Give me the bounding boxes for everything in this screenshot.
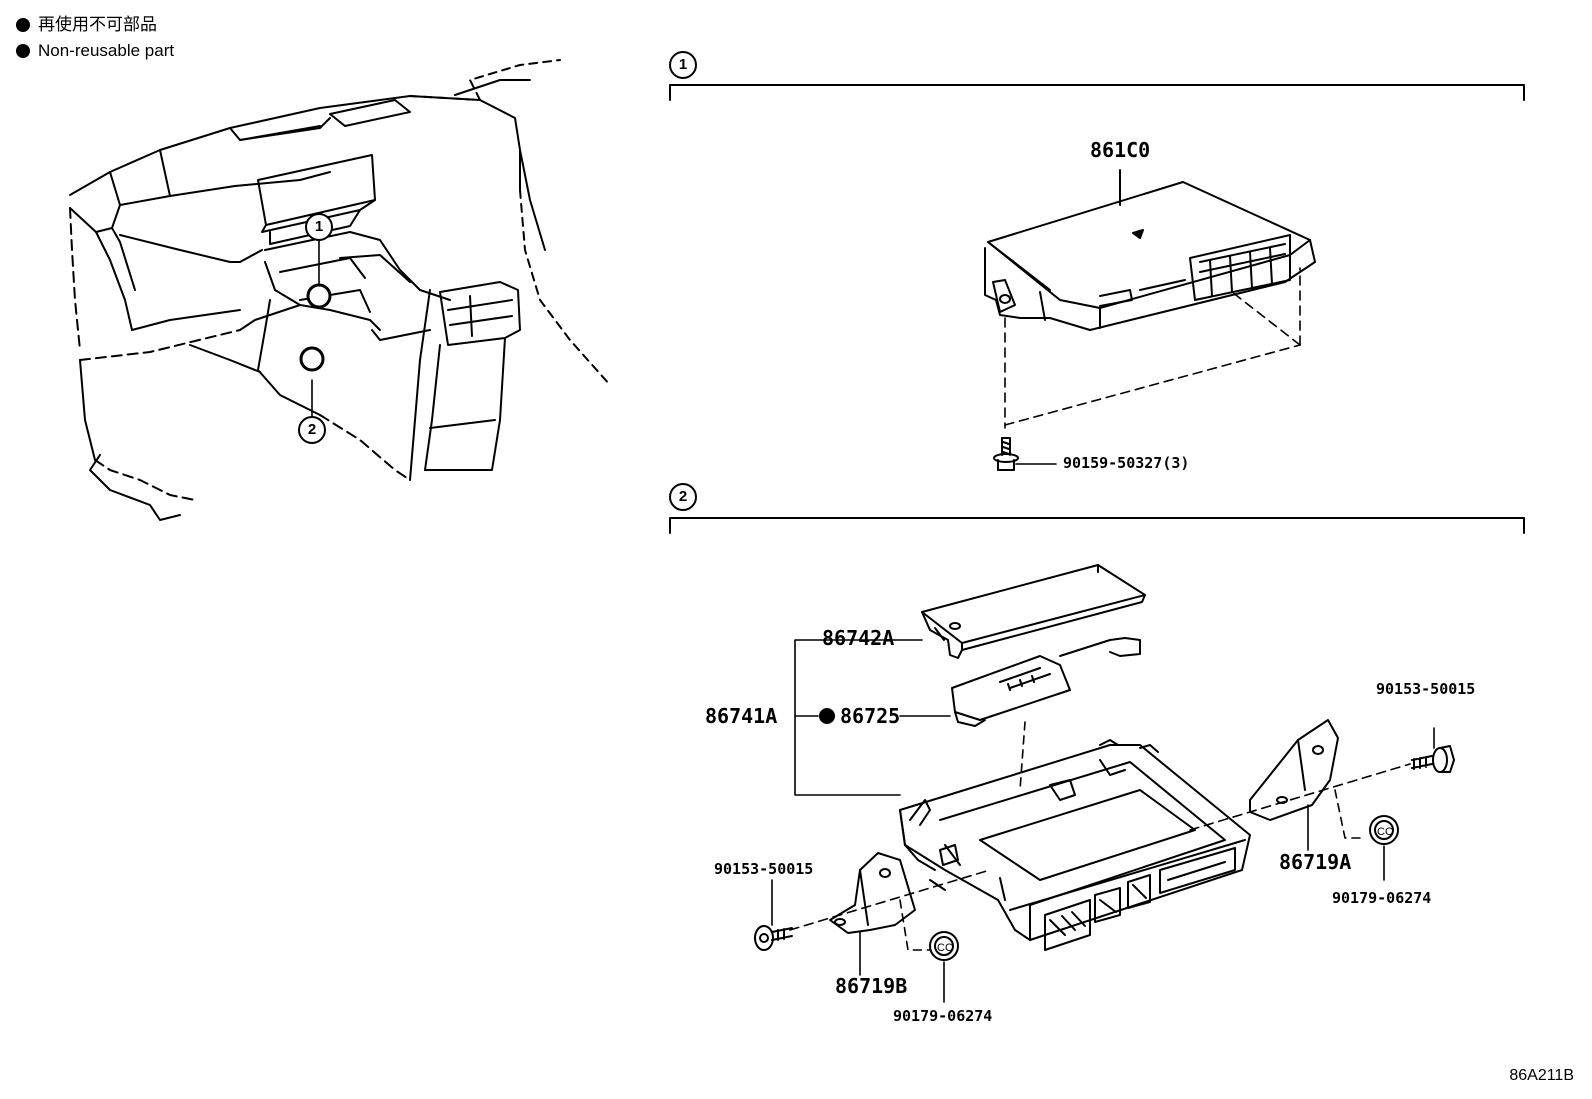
location-marker-1: [306, 283, 332, 309]
bullet-icon: [16, 44, 30, 58]
section-1-label: 1: [669, 51, 697, 79]
bullet-icon: [16, 18, 30, 32]
part-86725: 86725: [840, 704, 901, 728]
callout-1: 1: [305, 213, 333, 241]
legend-text-en: Non-reusable part: [38, 41, 175, 60]
part-861c0: 861C0: [1090, 138, 1151, 162]
section-1-bracket: [669, 84, 1525, 101]
legend-row-jp: 再使用不可部品: [16, 12, 174, 38]
section-2-label: 2: [669, 483, 697, 511]
legend-text-jp: 再使用不可部品: [38, 15, 157, 34]
module-861c0-drawing: [984, 169, 1316, 471]
legend: 再使用不可部品 Non-reusable part: [16, 12, 174, 64]
dashboard-illustration: [69, 59, 611, 521]
part-90179-06274-left: 90179-06274: [893, 1007, 993, 1025]
part-90153-50015-right: 90153-50015: [1376, 680, 1476, 698]
legend-row-en: Non-reusable part: [16, 38, 174, 64]
section-2-bracket: [669, 517, 1525, 534]
part-90153-50015-left: 90153-50015: [714, 860, 814, 878]
cc-clip-icon: CC: [1377, 826, 1393, 838]
part-86741a: 86741A: [705, 704, 778, 728]
part-90159-50327: 90159-50327(3): [1063, 454, 1190, 472]
cc-clip-icon: CC: [937, 942, 953, 954]
assembly-drawing: [754, 564, 1455, 1003]
diagram-reference-code: 86A211B: [1509, 1067, 1574, 1084]
part-86719a: 86719A: [1279, 850, 1352, 874]
non-reusable-bullet-icon: [819, 708, 835, 724]
callout-2: 2: [298, 416, 326, 444]
part-90179-06274-right: 90179-06274: [1332, 889, 1432, 907]
location-marker-2: [299, 346, 325, 372]
part-86742a: 86742A: [822, 626, 895, 650]
part-86719b: 86719B: [835, 974, 908, 998]
